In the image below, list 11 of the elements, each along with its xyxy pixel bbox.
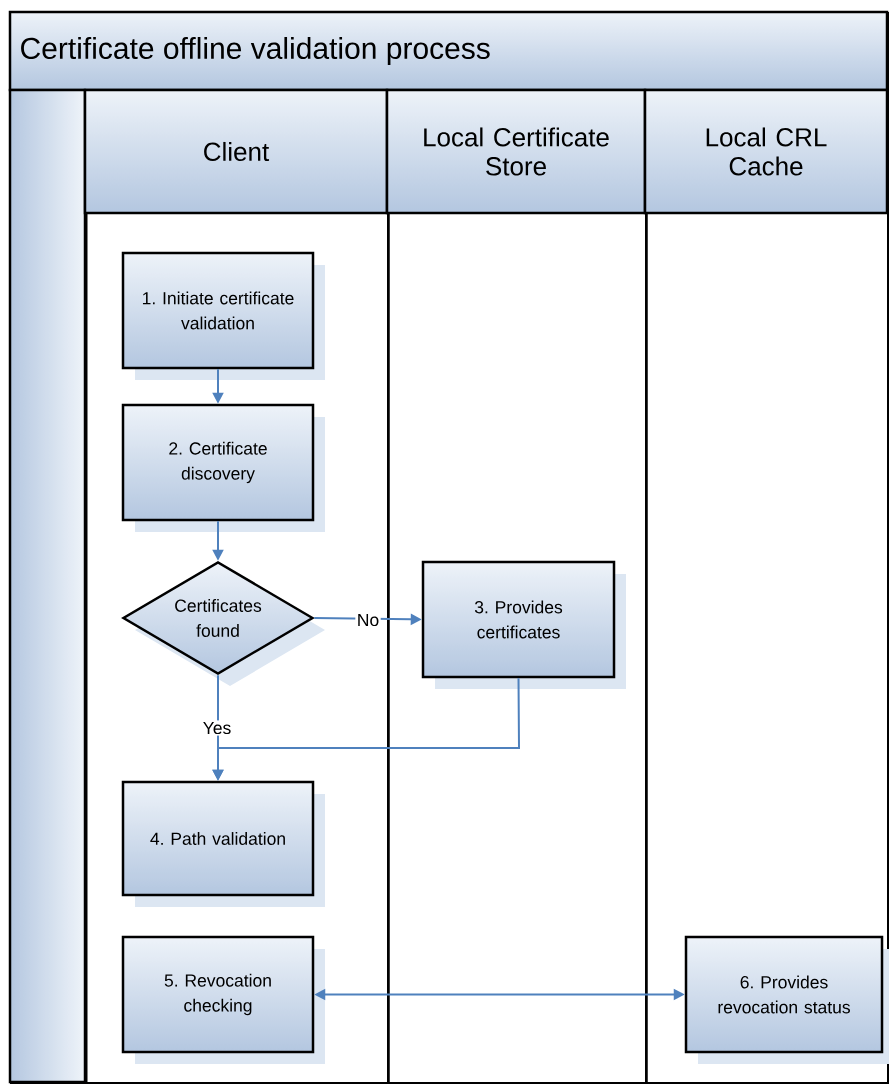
lane-header: Local CRL Cache: [643, 88, 889, 215]
lane-header: Client: [83, 88, 389, 215]
process-box: 2. Certificate discovery: [121, 403, 325, 532]
process-box: 1. Initiate certificate validation: [121, 251, 325, 380]
process-box: 3. Provides certificates: [421, 560, 626, 689]
edge-label: No: [355, 612, 381, 628]
edge-label: Yes: [201, 720, 233, 736]
lane-header: Local Certificate Store: [385, 88, 647, 215]
process-box: 6. Provides revocation status: [684, 935, 889, 1064]
process-box: 4. Path validation: [121, 780, 325, 907]
process-box: 5. Revocation checking: [121, 935, 325, 1064]
